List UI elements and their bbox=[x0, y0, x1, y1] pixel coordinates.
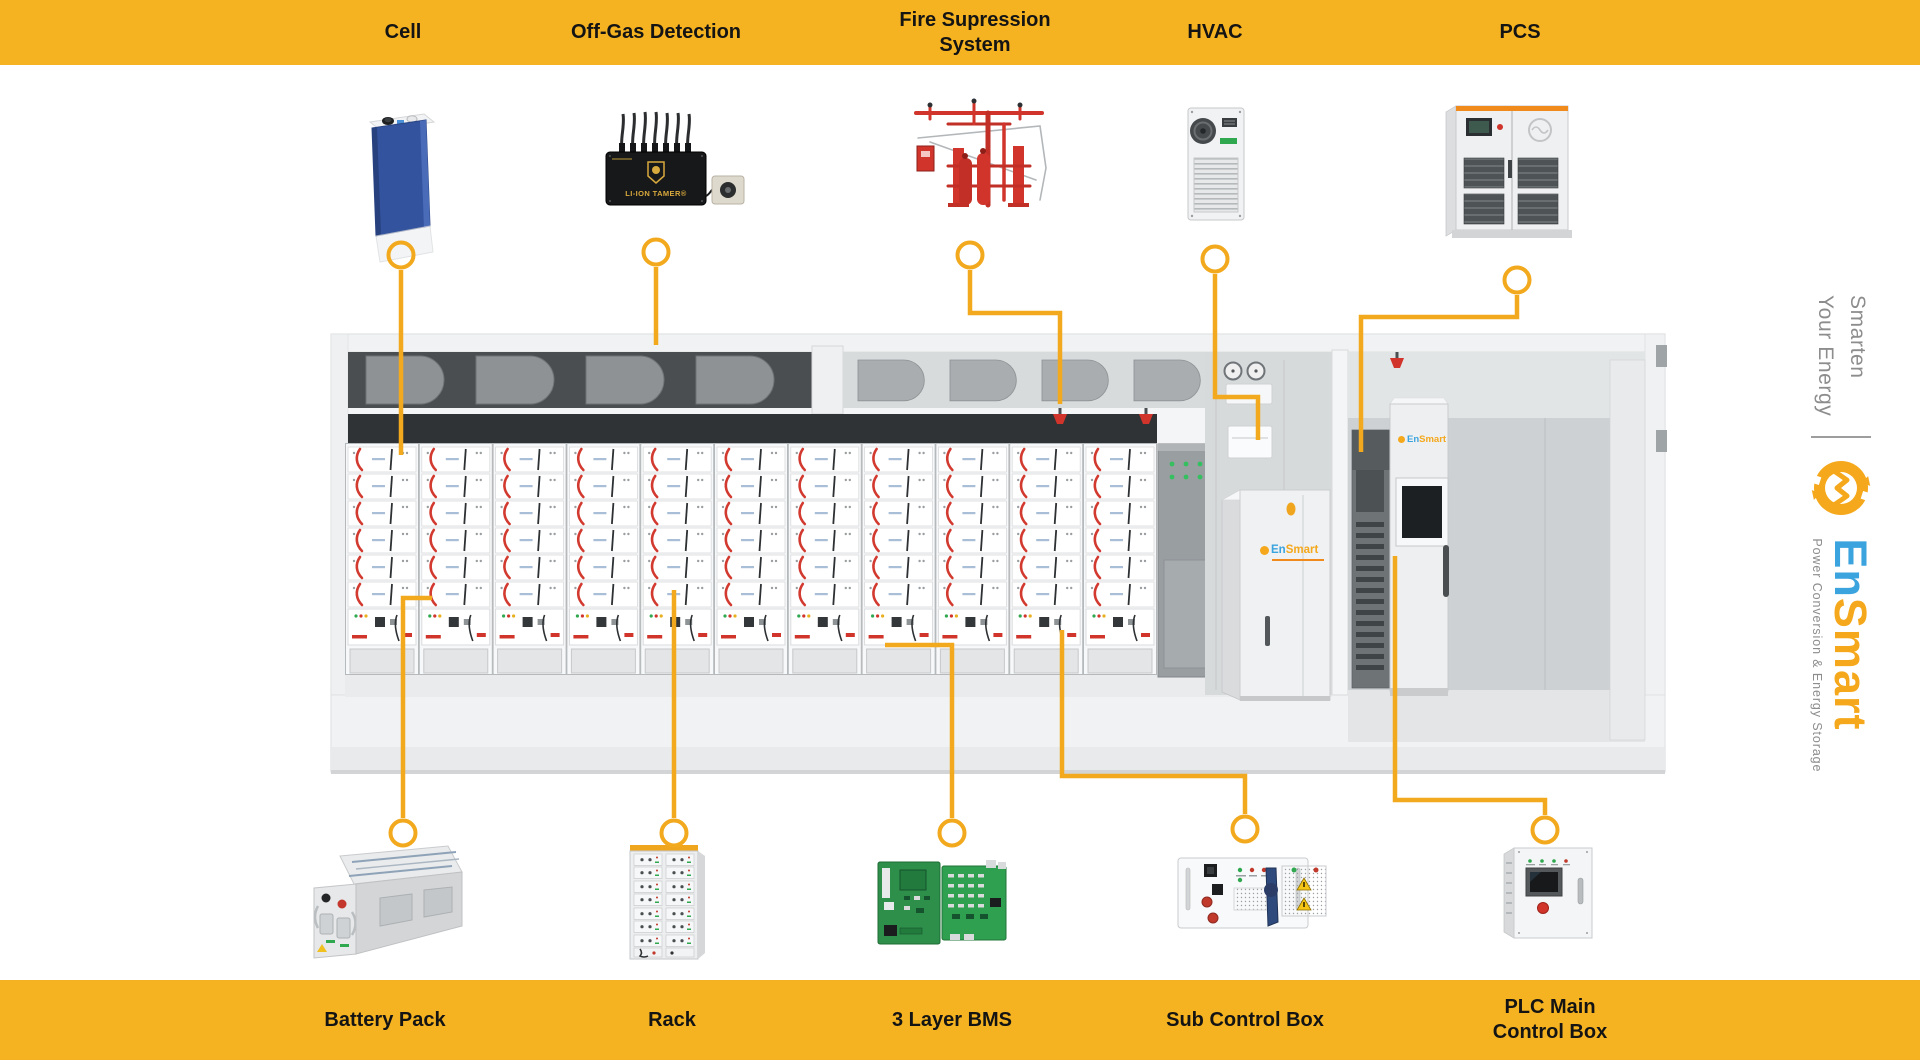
brand-subtitle: Power Conversion & Energy Storage bbox=[1810, 538, 1824, 773]
hmi-screen bbox=[1402, 486, 1442, 538]
plc-box-image bbox=[1503, 847, 1593, 939]
pcs-inverter-cabinet bbox=[1351, 397, 1449, 696]
connector-rack bbox=[659, 590, 689, 848]
ensmart-mini-logo-icon bbox=[1398, 436, 1405, 443]
control-cabinet bbox=[1157, 443, 1213, 678]
label-3-layer-bms: 3 Layer BMS bbox=[891, 1008, 1013, 1031]
label-pcs: PCS bbox=[1499, 21, 1541, 43]
rack-image bbox=[629, 845, 705, 960]
brand-divider bbox=[1811, 436, 1872, 439]
battery-rack bbox=[1084, 444, 1157, 675]
battery-pack-image bbox=[313, 845, 463, 959]
connector-bms bbox=[885, 642, 967, 848]
brand-block: Smarten Your Energy EnSmart Power Conver… bbox=[1774, 295, 1909, 790]
cabinet-handle bbox=[1265, 616, 1270, 646]
ensmart-logo-icon bbox=[1811, 461, 1872, 516]
connector-cell bbox=[386, 240, 416, 455]
label-plc-main-control-box: PLC Main Control Box bbox=[1492, 996, 1608, 1043]
connector-fire bbox=[955, 240, 1063, 404]
label-fire-suppression-system: Fire Supression System bbox=[899, 8, 1051, 56]
partition-wall bbox=[1331, 349, 1349, 696]
bottom-banner bbox=[0, 980, 1920, 1060]
negative-terminal bbox=[321, 893, 331, 903]
connector-sub-control bbox=[1059, 630, 1260, 844]
top-banner bbox=[0, 0, 1920, 65]
label-cell: Cell bbox=[384, 21, 422, 43]
indicator-dot bbox=[1286, 502, 1296, 516]
label-offgas-detection: Off-Gas Detection bbox=[570, 21, 742, 43]
label-battery-pack: Battery Pack bbox=[324, 1008, 446, 1031]
brand-name: EnSmart bbox=[1825, 538, 1876, 731]
ensmart-mini-logo-icon bbox=[1260, 545, 1269, 555]
battery-rack bbox=[862, 444, 935, 675]
connector-battery-pack bbox=[388, 595, 432, 848]
positive-terminal bbox=[337, 899, 347, 909]
hvac-wall-panel bbox=[1227, 425, 1273, 459]
label-rack: Rack bbox=[648, 1008, 696, 1031]
red-button bbox=[1537, 902, 1549, 914]
connector-hvac bbox=[1200, 244, 1261, 440]
door-handle bbox=[1577, 877, 1584, 905]
pcs-image bbox=[1445, 105, 1572, 238]
battery-rack bbox=[715, 444, 788, 675]
fire-suppression-image bbox=[914, 98, 1047, 208]
connector-plc bbox=[1392, 556, 1560, 845]
sub-control-box-image bbox=[1177, 857, 1327, 929]
bms-image bbox=[877, 860, 1007, 945]
battery-rack bbox=[419, 444, 492, 675]
brand-tagline: Smarten Your Energy bbox=[1810, 295, 1873, 416]
battery-rack bbox=[641, 444, 714, 675]
battery-rack-row bbox=[345, 444, 1332, 697]
battery-rack bbox=[493, 444, 566, 675]
tagline-line2: Your Energy bbox=[1814, 295, 1838, 417]
battery-rack bbox=[567, 444, 640, 675]
battery-rack bbox=[788, 444, 861, 675]
lion-shield-icon bbox=[647, 161, 665, 184]
connectors bbox=[386, 237, 1560, 848]
battery-rack bbox=[1010, 444, 1083, 675]
connector-offgas bbox=[641, 237, 671, 345]
offgas-brand-text: LI-ION TAMER® bbox=[625, 189, 687, 198]
cable-duct bbox=[348, 345, 1205, 443]
switch-handle bbox=[1265, 867, 1279, 927]
label-hvac: HVAC bbox=[1187, 21, 1243, 43]
tagline-line1: Smarten bbox=[1846, 295, 1869, 379]
brand-name-wrap: EnSmart Power Conversion & Energy Storag… bbox=[1810, 538, 1876, 773]
wave-emblem-icon bbox=[1528, 118, 1552, 142]
connector-pcs bbox=[1358, 265, 1532, 452]
cabinet-handle bbox=[1443, 545, 1449, 597]
aux-cabinet bbox=[1220, 489, 1332, 701]
battery-rack bbox=[936, 444, 1009, 675]
label-sub-control-box: Sub Control Box bbox=[1166, 1008, 1324, 1031]
offgas-detector-image bbox=[605, 111, 745, 206]
battery-rack bbox=[346, 444, 419, 675]
storage-container bbox=[330, 333, 1667, 774]
cell-image bbox=[368, 113, 436, 263]
hvac-image bbox=[1187, 107, 1245, 221]
